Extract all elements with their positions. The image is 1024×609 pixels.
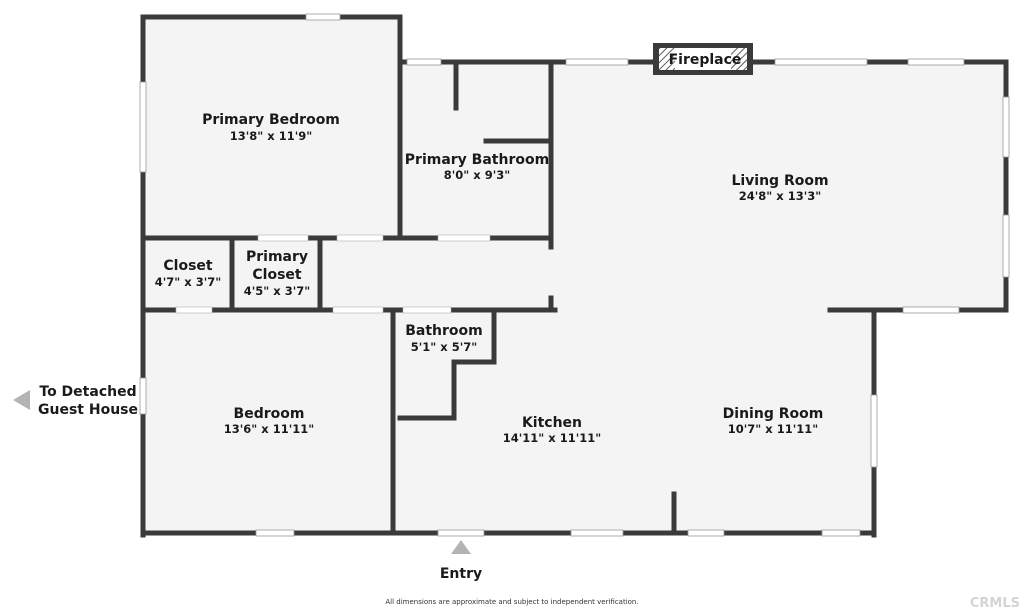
guest-house-label-1: To Detached xyxy=(39,384,136,400)
primary-bedroom-name: Primary Bedroom xyxy=(202,112,340,128)
floor-fill xyxy=(143,17,1005,533)
closet-dims: 4'7" x 3'7" xyxy=(155,275,221,289)
room-labels: Primary Bedroom 13'8" x 11'9" Primary Ba… xyxy=(155,112,829,445)
entry-arrow-icon xyxy=(451,540,471,554)
kitchen-name: Kitchen xyxy=(522,415,582,431)
windows xyxy=(139,13,1010,537)
crmls-watermark: CRMLS xyxy=(970,596,1020,609)
bathroom-name: Bathroom xyxy=(405,323,483,339)
primary-bathroom-name: Primary Bathroom xyxy=(405,152,549,168)
kitchen-dims: 14'11" x 11'11" xyxy=(503,431,601,445)
guest-house-arrow-icon xyxy=(13,390,30,410)
primary-closet-dims: 4'5" x 3'7" xyxy=(244,284,310,298)
dining-room-name: Dining Room xyxy=(723,406,824,422)
bathroom-dims: 5'1" x 5'7" xyxy=(411,340,477,354)
primary-closet-name-1: Primary xyxy=(246,249,308,265)
primary-closet-name-2: Closet xyxy=(252,267,302,283)
disclaimer-text: All dimensions are approximate and subje… xyxy=(385,598,638,606)
living-room-dims: 24'8" x 13'3" xyxy=(739,189,821,203)
fireplace: Fireplace xyxy=(653,43,753,75)
bedroom-name: Bedroom xyxy=(234,406,305,422)
door-openings xyxy=(175,234,491,314)
entry-label: Entry xyxy=(440,566,482,582)
bedroom-dims: 13'6" x 11'11" xyxy=(224,422,314,436)
fireplace-label: Fireplace xyxy=(669,52,742,68)
primary-bathroom-dims: 8'0" x 9'3" xyxy=(444,168,510,182)
guest-house-label-2: Guest House xyxy=(38,402,138,418)
primary-bedroom-dims: 13'8" x 11'9" xyxy=(230,129,312,143)
living-room-name: Living Room xyxy=(731,173,828,189)
dining-room-dims: 10'7" x 11'11" xyxy=(728,422,818,436)
closet-name: Closet xyxy=(163,258,213,274)
